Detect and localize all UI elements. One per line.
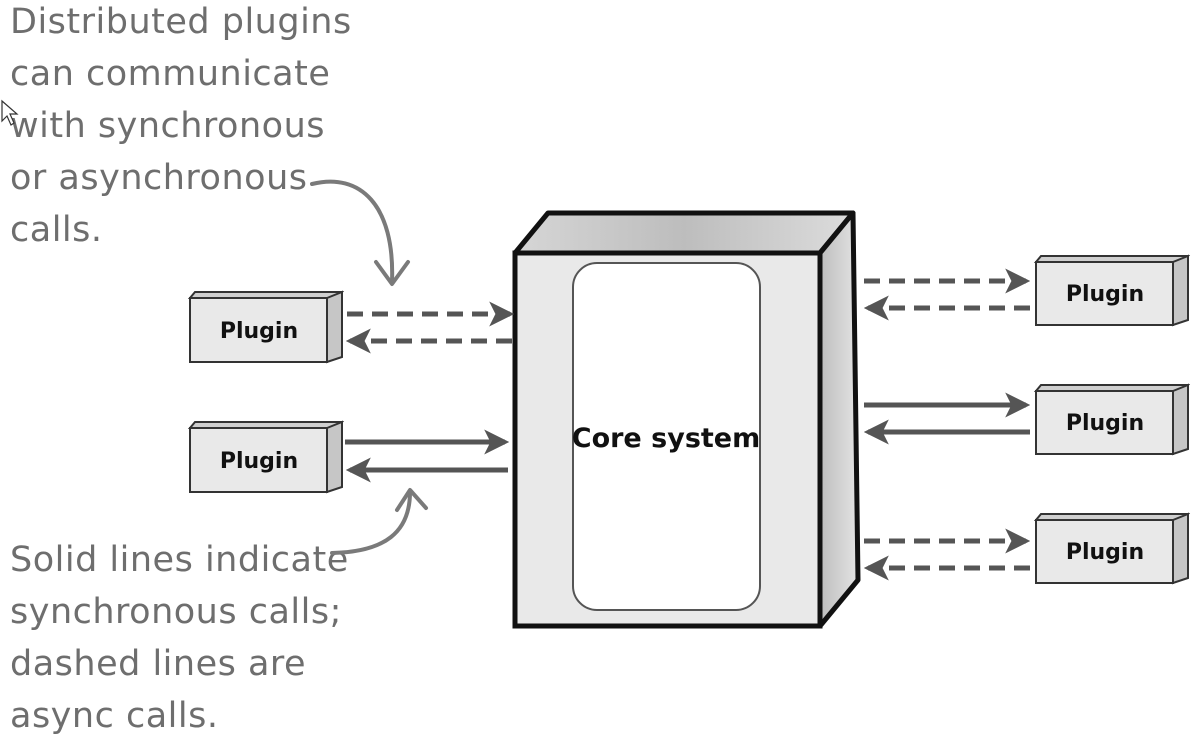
annotation-top-line: Distributed plugins bbox=[10, 2, 352, 42]
callout-arrow-top bbox=[310, 179, 395, 284]
cursor-icon bbox=[1, 99, 19, 126]
plugin-label: Plugin bbox=[1066, 411, 1144, 436]
plugin-side-face bbox=[1172, 383, 1189, 456]
annotation-bottom-line: synchronous calls; bbox=[10, 592, 342, 632]
plugin-label: Plugin bbox=[1066, 540, 1144, 565]
plugin-box: Plugin bbox=[1033, 383, 1191, 456]
callout-arrow-bottom-head bbox=[395, 488, 428, 512]
annotation-bottom-line: Solid lines indicate bbox=[10, 540, 349, 580]
annotation-top: Distributed plugins can communicate with… bbox=[10, 0, 352, 256]
annotation-top-line: with synchronous bbox=[10, 106, 325, 146]
callout-arrow-top-head bbox=[374, 260, 410, 286]
plugin-side-face bbox=[1172, 512, 1189, 585]
plugin-side-face bbox=[326, 290, 343, 364]
plugin-label: Plugin bbox=[220, 449, 298, 474]
annotation-bottom-line: async calls. bbox=[10, 696, 219, 736]
plugin-front-face bbox=[189, 427, 328, 493]
callout-arrow-bottom bbox=[330, 490, 412, 555]
plugin-front-face bbox=[1035, 390, 1174, 455]
plugin-side-face bbox=[1172, 254, 1189, 327]
plugin-label: Plugin bbox=[220, 319, 298, 344]
core-system-inner-panel bbox=[572, 262, 761, 611]
annotation-top-line: can communicate bbox=[10, 54, 331, 94]
plugin-side-face bbox=[326, 420, 343, 494]
plugin-box: Plugin bbox=[1033, 512, 1191, 585]
plugin-box: Plugin bbox=[187, 290, 345, 364]
plugin-front-face bbox=[189, 297, 328, 363]
core-system-side-face bbox=[817, 210, 861, 629]
core-system: Core system bbox=[512, 210, 861, 629]
annotation-bottom: Solid lines indicate synchronous calls; … bbox=[10, 534, 349, 742]
annotation-top-line: or asynchronous bbox=[10, 158, 308, 198]
plugin-front-face bbox=[1035, 261, 1174, 326]
annotation-top-line: calls. bbox=[10, 210, 103, 250]
plugin-label: Plugin bbox=[1066, 282, 1144, 307]
core-system-top-face bbox=[512, 210, 856, 256]
plugin-box: Plugin bbox=[187, 420, 345, 494]
plugin-box: Plugin bbox=[1033, 254, 1191, 327]
core-system-label: Core system bbox=[572, 423, 761, 454]
plugin-front-face bbox=[1035, 519, 1174, 584]
annotation-bottom-line: dashed lines are bbox=[10, 644, 307, 684]
